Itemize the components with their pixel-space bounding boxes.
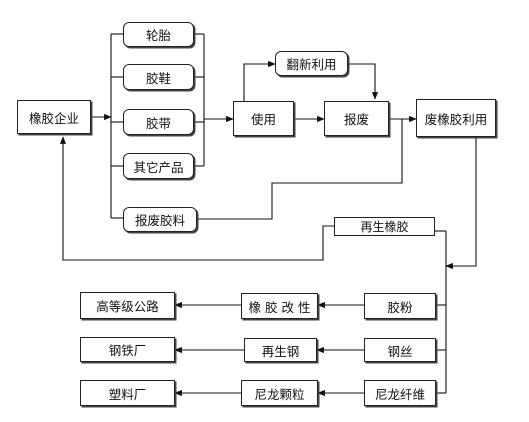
node-recycled-steel: 再生钢 — [244, 338, 317, 362]
node-highway: 高等级公路 — [80, 292, 175, 319]
node-steel-wire: 钢丝 — [364, 338, 436, 362]
node-retread-use: 翻新利用 — [275, 51, 348, 76]
node-rubber-powder: 胶粉 — [364, 293, 436, 319]
node-waste-rubber-use: 废橡胶利用 — [416, 99, 496, 137]
node-reclaimed-rubber: 再生橡胶 — [334, 217, 435, 236]
node-tire: 轮胎 — [123, 22, 194, 47]
edge-scrap-material-to-scrap — [197, 119, 403, 220]
edge-retread-to-scrap — [348, 63, 379, 100]
edge-waste-use-to-recycling — [445, 137, 477, 270]
node-rubber-enterprise: 橡胶企业 — [17, 100, 91, 134]
node-rubber-modification: 橡 胶 改 性 — [241, 293, 318, 319]
edge-use-to-retread — [243, 60, 276, 101]
node-scrap-material: 报废胶料 — [123, 207, 197, 232]
node-plastics-factory: 塑料厂 — [80, 380, 175, 406]
node-use: 使用 — [233, 101, 294, 136]
node-nylon-granules: 尼龙颗粒 — [241, 380, 318, 406]
node-other-products: 其它产品 — [123, 153, 194, 179]
node-scrap: 报废 — [324, 101, 389, 136]
edge-reclaimed-loop — [59, 136, 334, 261]
node-steel-mill: 钢铁厂 — [80, 337, 175, 362]
node-rubber-belt: 胶带 — [123, 109, 194, 135]
node-nylon-fiber: 尼龙纤维 — [364, 380, 436, 406]
node-rubber-shoes: 胶鞋 — [123, 64, 194, 90]
